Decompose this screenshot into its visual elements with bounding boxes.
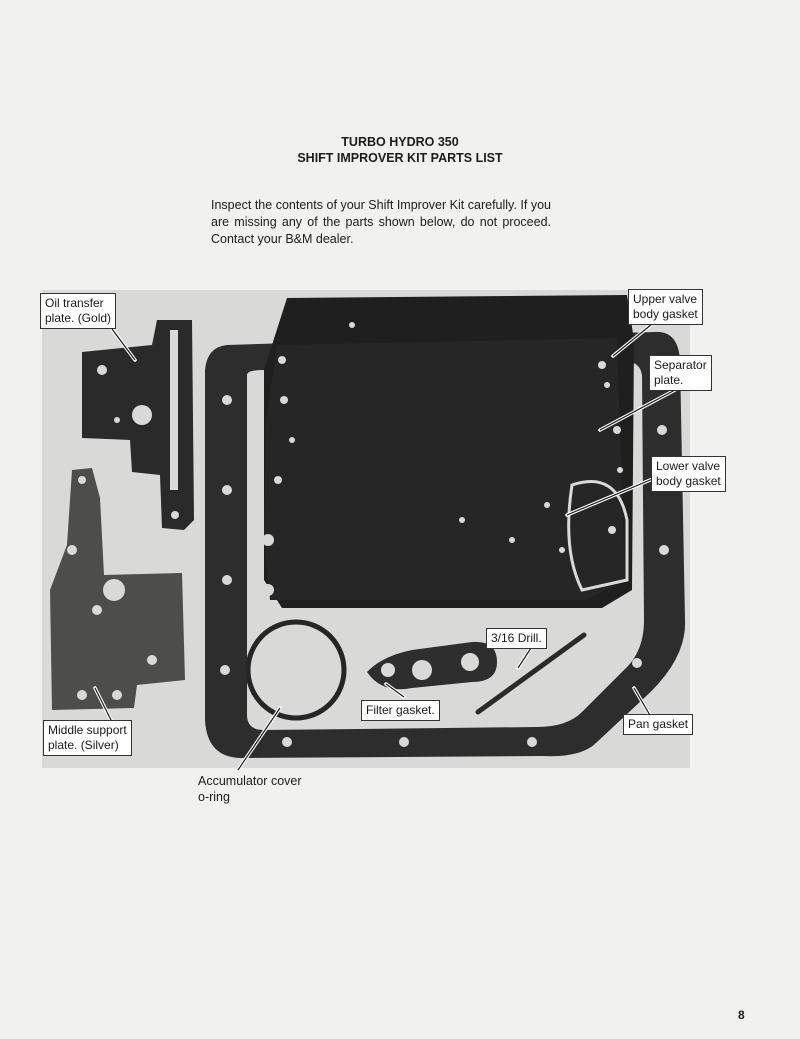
label-upper-valve-line2: body gasket (633, 307, 698, 321)
label-accumulator-line2: o-ring (198, 790, 230, 804)
drill-bit-shape (475, 632, 587, 715)
page-number: 8 (738, 1008, 745, 1022)
page-title-line-1: TURBO HYDRO 350 (341, 135, 459, 149)
label-oil-transfer-line2: plate. (Gold) (45, 311, 112, 325)
label-upper-valve-line1: Upper valve (633, 292, 698, 306)
label-drill: 3/16 Drill. (486, 628, 547, 649)
label-middle-support-line2: plate. (Silver) (48, 738, 119, 752)
label-accumulator-line1: Accumulator cover (198, 774, 302, 788)
label-oil-transfer-line1: Oil transfer (45, 296, 104, 310)
parts-illustration (50, 295, 686, 758)
label-upper-valve-body-gasket: Upper valve body gasket (628, 289, 703, 325)
label-middle-support-line1: Middle support (48, 723, 127, 737)
parts-photo (42, 290, 690, 768)
label-middle-support-plate: Middle support plate. (Silver) (43, 720, 132, 756)
page-title-line-2: SHIFT IMPROVER KIT PARTS LIST (297, 151, 503, 165)
label-filter-gasket: Filter gasket. (361, 700, 440, 721)
intro-paragraph: Inspect the contents of your Shift Impro… (211, 198, 551, 246)
label-oil-transfer-plate: Oil transfer plate. (Gold) (40, 293, 117, 329)
label-separator-line2: plate. (654, 373, 684, 387)
separator-plate-shape (264, 338, 625, 600)
label-separator-line1: Separator (654, 358, 707, 372)
filter-gasket-shape (367, 641, 497, 690)
oil-transfer-plate-shape (82, 320, 194, 530)
accumulator-o-ring-shape (245, 619, 347, 721)
label-lower-valve-body-gasket: Lower valve body gasket (651, 456, 726, 492)
label-lower-valve-line2: body gasket (656, 474, 721, 488)
label-lower-valve-line1: Lower valve (656, 459, 721, 473)
label-separator-plate: Separator plate. (649, 355, 712, 391)
label-pan-gasket: Pan gasket (623, 714, 694, 735)
label-accumulator-cover-o-ring: Accumulator cover o-ring (198, 773, 302, 805)
